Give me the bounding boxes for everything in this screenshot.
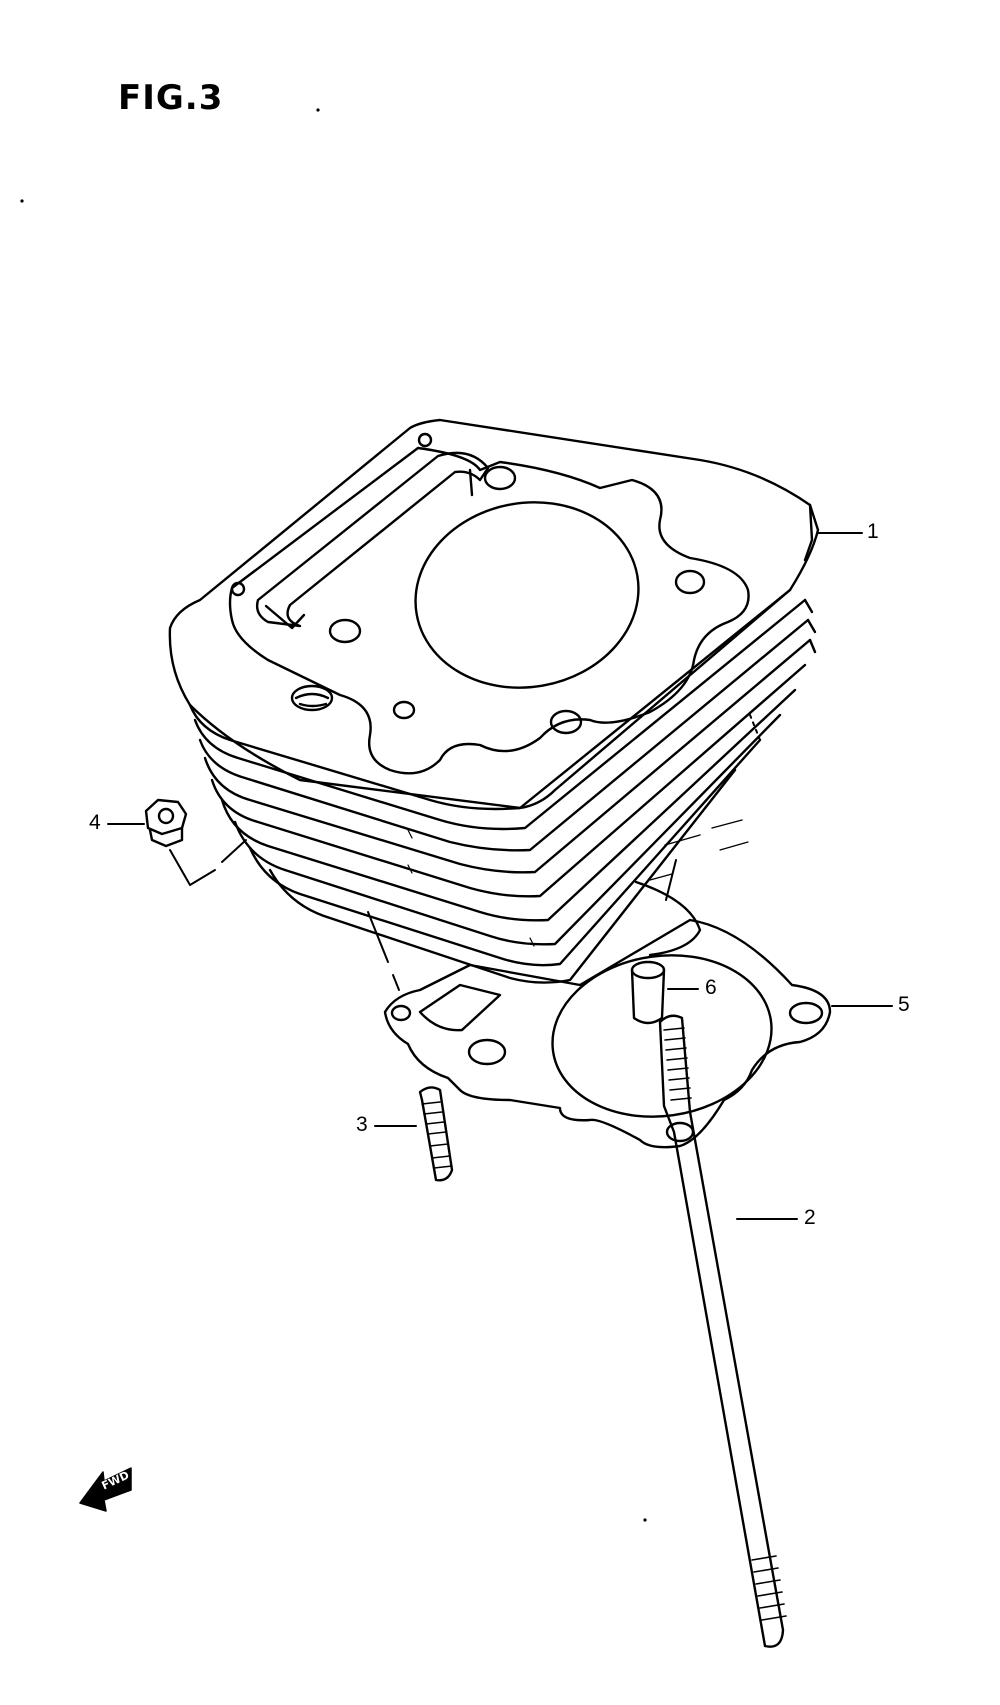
short-stud-part [418, 1086, 454, 1182]
gasket-part [383, 918, 832, 1149]
stud-bolt-part [658, 1014, 787, 1648]
callout-5: 5 [898, 993, 910, 1016]
callout-3: 3 [356, 1113, 368, 1136]
callout-2: 2 [804, 1206, 816, 1229]
leader-lines [107, 532, 893, 1220]
fwd-arrow-icon [79, 1467, 132, 1512]
nut-part [144, 798, 188, 848]
cylinder-part [168, 418, 820, 984]
figure-title: FIG.3 [118, 78, 224, 118]
callout-4: 4 [89, 811, 101, 834]
callout-6: 6 [705, 976, 717, 999]
dowel-pin-part [630, 960, 666, 1025]
assembly-lines [169, 714, 761, 991]
callout-1: 1 [867, 520, 879, 543]
